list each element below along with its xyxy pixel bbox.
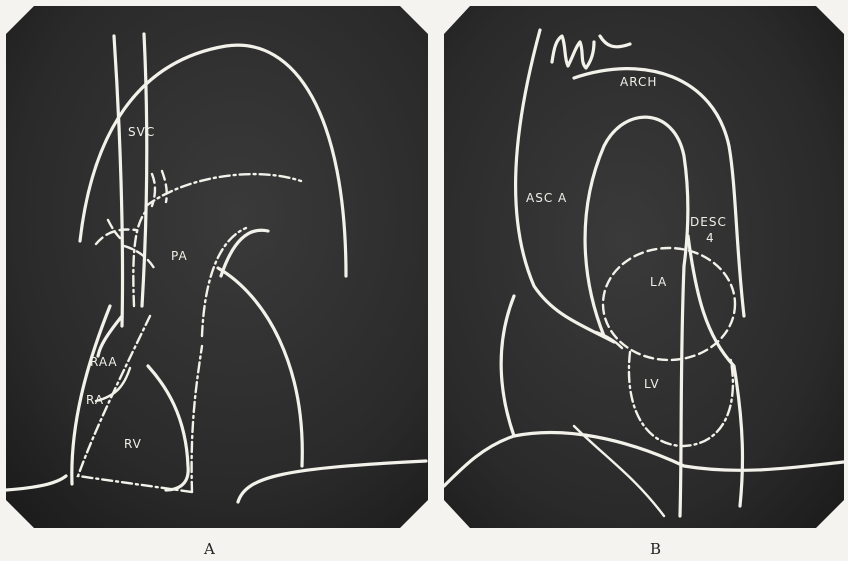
label-pa: PA (171, 249, 188, 263)
radiograph-panel-b: ARCH ASC A DESC 4 LA LV (444, 6, 844, 528)
label-svc: SVC (128, 125, 155, 139)
radiograph-b-svg: ARCH ASC A DESC 4 LA LV (444, 6, 844, 528)
label-raa: RAA (90, 355, 118, 369)
label-ra: RA (86, 393, 104, 407)
radiograph-a-svg: SVC PA RAA RA RV (6, 6, 428, 528)
label-asca: ASC A (526, 191, 567, 205)
radiograph-panel-a: SVC PA RAA RA RV (6, 6, 428, 528)
label-desc-num: 4 (706, 231, 715, 245)
label-rv: RV (124, 437, 142, 451)
label-desc: DESC (690, 215, 727, 229)
label-lv: LV (644, 377, 660, 391)
panel-a-caption: A (204, 540, 215, 558)
label-arch: ARCH (620, 75, 657, 89)
label-la: LA (650, 275, 667, 289)
panel-b-caption: B (650, 540, 661, 558)
